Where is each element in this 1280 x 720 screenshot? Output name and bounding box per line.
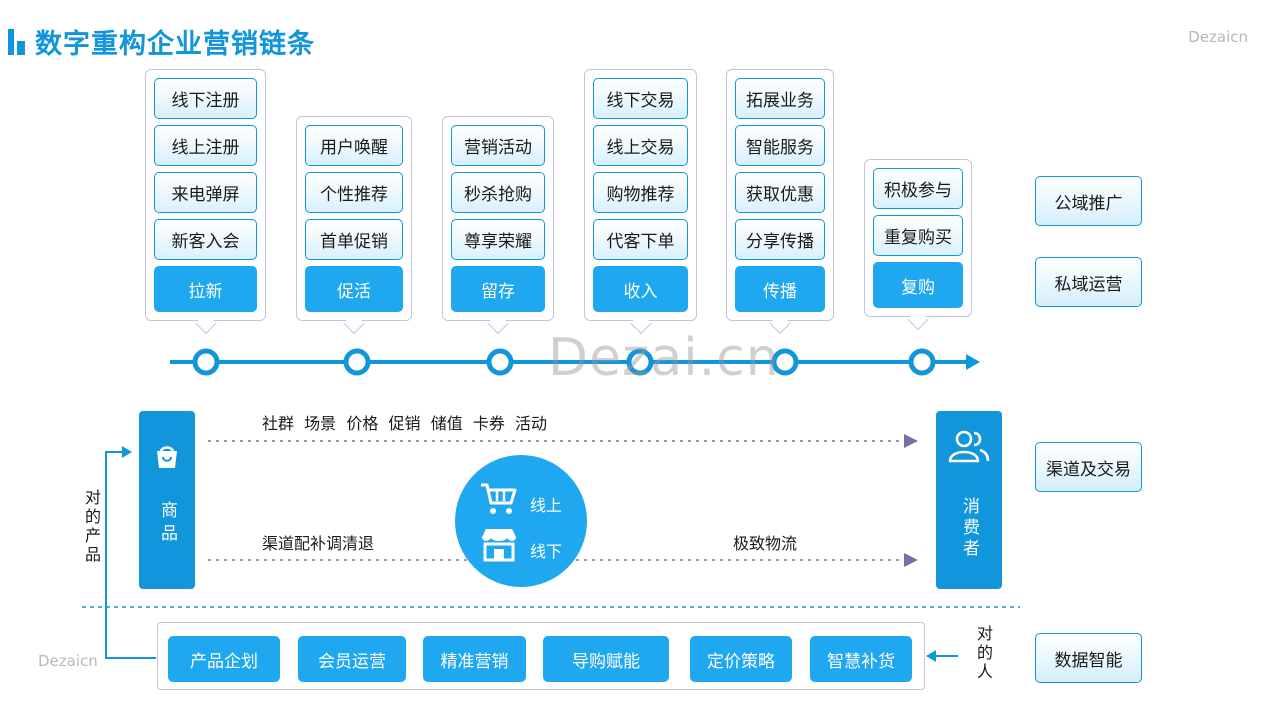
stage-item: 个性推荐 [305,172,403,213]
goods-label: 商品 [155,501,179,547]
top-flow-label: 社群 场景 价格 促销 储值 卡券 活动 [262,414,548,433]
bottom-flow-left-label: 渠道配补调清退 [262,534,375,553]
stage-item: 尊享荣耀 [451,219,545,260]
stage-card-activate: 用户唤醒 个性推荐 首单促销 促活 [296,116,412,321]
stage-head: 促活 [305,266,403,312]
stage-item: 线上注册 [154,125,257,166]
stage-card-acquire: 线下注册 线上注册 来电弹屏 新客入会 拉新 [145,69,266,321]
tool-precision-marketing: 精准营销 [423,636,526,682]
page-title-bar: 数字重构企业营销链条 [8,22,315,61]
stage-head: 复购 [873,262,963,308]
hub-offline-label: 线下 [530,542,563,561]
stage-head: 收入 [593,266,688,312]
right-people-label: 对的人 [974,625,993,682]
stage-item: 线下交易 [593,78,688,119]
shopping-bag-icon [157,446,177,468]
timeline-node [908,348,936,376]
store-icon [482,529,516,562]
people-feedback-arrowhead [926,650,936,662]
goods-label-text: 商品 [157,501,177,547]
stage-card-spread: 拓展业务 智能服务 获取优惠 分享传播 传播 [726,69,834,321]
label-private-operation: 私域运营 [1035,257,1142,307]
right-people-text: 对的人 [972,625,995,682]
stage-item: 重复购买 [873,215,963,256]
consumer-panel: 消费者 [936,411,1002,589]
users-icon [948,430,990,463]
page-title: 数字重构企业营销链条 [35,29,315,60]
stage-head: 拉新 [154,266,257,312]
timeline-node [486,348,514,376]
label-data-intelligence: 数据智能 [1035,633,1142,683]
goods-panel: 商品 [139,411,195,589]
stage-item: 线下注册 [154,78,257,119]
consumer-label: 消费者 [957,497,981,560]
bottom-flow-right-label: 极致物流 [733,534,798,553]
stage-head: 传播 [735,266,825,312]
stage-item: 拓展业务 [735,78,825,119]
cart-icon [481,483,517,514]
timeline-node [343,348,371,376]
stage-item: 获取优惠 [735,172,825,213]
stage-item: 营销活动 [451,125,545,166]
timeline-arrowhead [966,354,980,370]
top-flow-arrowhead [904,434,918,448]
brand-watermark: Dezaicn [1188,28,1248,46]
stage-card-repurchase: 积极参与 重复购买 复购 [864,159,972,317]
stage-item: 首单促销 [305,219,403,260]
tool-guide-empowerment: 导购赋能 [543,636,669,682]
label-public-promotion: 公域推广 [1035,176,1142,226]
channel-hub: 线上 线下 [455,455,587,587]
right-product-text: 对的产品 [80,489,103,565]
tool-product-planning: 产品企划 [168,636,280,682]
stage-item: 积极参与 [873,168,963,209]
center-watermark: Dezai.cn [548,328,780,388]
stage-item: 线上交易 [593,125,688,166]
stage-item: 新客入会 [154,219,257,260]
stage-card-retain: 营销活动 秒杀抢购 尊享荣耀 留存 [442,116,554,321]
product-feedback-arrowhead [122,446,132,458]
timeline-node [192,348,220,376]
stage-item: 代客下单 [593,219,688,260]
stage-item: 秒杀抢购 [451,172,545,213]
right-product-label: 对的产品 [82,489,101,565]
stage-item: 分享传播 [735,219,825,260]
tool-member-operation: 会员运营 [298,636,406,682]
bottom-flow-arrowhead [904,553,918,567]
stage-card-revenue: 线下交易 线上交易 购物推荐 代客下单 收入 [584,69,697,321]
stage-head: 留存 [451,266,545,312]
data-tools-box [157,622,925,690]
corner-watermark: Dezaicn [38,652,98,670]
hub-online-label: 线上 [530,496,563,515]
tool-smart-replenishment: 智慧补货 [810,636,912,682]
stage-item: 用户唤醒 [305,125,403,166]
label-channel-transaction: 渠道及交易 [1035,442,1142,492]
stage-item: 来电弹屏 [154,172,257,213]
stage-item: 智能服务 [735,125,825,166]
stage-item: 购物推荐 [593,172,688,213]
tool-pricing-strategy: 定价策略 [690,636,792,682]
title-bar-icon [8,28,25,55]
consumer-label-text: 消费者 [959,497,979,560]
